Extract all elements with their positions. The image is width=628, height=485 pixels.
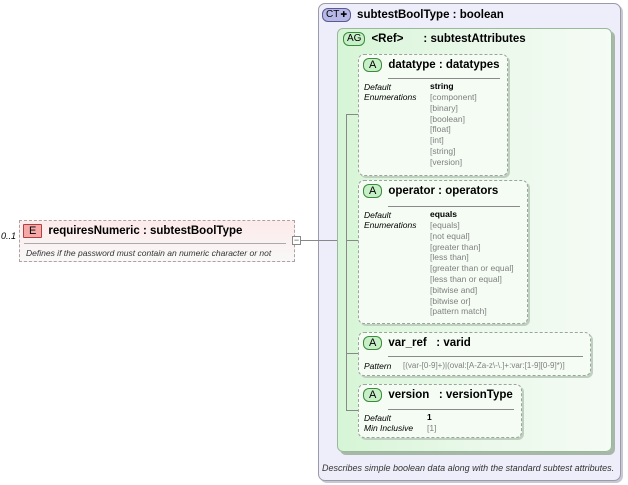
complex-type-header: CT✚ subtestBoolType : boolean xyxy=(322,6,504,24)
attribute-badge: A xyxy=(363,58,383,72)
attribute-group-ref: <Ref> xyxy=(371,33,404,45)
default-label: Default xyxy=(364,210,391,220)
attribute-var-ref xyxy=(358,332,591,376)
attribute-operator-title: operator : operators xyxy=(388,185,499,197)
enum-value: [greater than or equal] xyxy=(430,263,514,274)
enum-value: [pattern match] xyxy=(430,306,487,317)
enum-value: [binary] xyxy=(430,102,458,113)
element-title: requiresNumeric : subtestBoolType xyxy=(48,225,243,237)
pattern-label: Pattern xyxy=(364,361,392,371)
attribute-datatype xyxy=(358,54,508,176)
attribute-version-title: version : versionType xyxy=(388,389,513,401)
enum-value: [float] xyxy=(430,124,451,135)
operator-default-value: equals xyxy=(430,209,457,219)
divider xyxy=(388,409,514,410)
enum-value: [greater than] xyxy=(430,241,481,252)
enum-value: [less than or equal] xyxy=(430,273,502,284)
element-box xyxy=(19,220,295,262)
datatype-enum-list: [component] [binary] [boolean] [float] [… xyxy=(430,92,477,168)
var-ref-pattern-value: [(var-[0-9]+)|(oval:[A-Za-z\-\.]+:var:[1… xyxy=(403,361,565,370)
divider xyxy=(388,206,520,207)
default-label: Default xyxy=(364,413,391,423)
attribute-version-header: A version : versionType xyxy=(363,388,513,402)
element-description: Defines if the password must contain an … xyxy=(26,248,272,258)
connector-element-to-type xyxy=(301,240,318,241)
version-default-value: 1 xyxy=(427,412,432,422)
group-connector-vertical xyxy=(346,114,347,410)
enum-value: [bitwise or] xyxy=(430,295,471,306)
attribute-badge: A xyxy=(363,184,383,198)
complex-type-title: subtestBoolType : boolean xyxy=(357,9,504,21)
collapse-toggle[interactable]: − xyxy=(292,236,301,245)
min-inclusive-label: Min Inclusive xyxy=(364,423,414,433)
attribute-datatype-title: datatype : datatypes xyxy=(388,59,500,71)
version-min-inclusive-value: [1] xyxy=(427,423,437,433)
element-cardinality: 0..1 xyxy=(1,231,17,241)
enum-value: [equals] xyxy=(430,220,460,230)
element-badge: E xyxy=(23,224,43,238)
enum-value: [boolean] xyxy=(430,113,465,124)
attribute-operator-header: A operator : operators xyxy=(363,184,498,198)
enumerations-label: Enumerations xyxy=(364,92,417,102)
enum-value: [version] xyxy=(430,156,463,167)
connector-version xyxy=(346,410,358,411)
attribute-badge: A xyxy=(363,336,383,350)
enum-value: [bitwise and] xyxy=(430,284,478,295)
datatype-default-value: string xyxy=(430,81,454,91)
enum-value: [string] xyxy=(430,145,456,156)
complex-type-description: Describes simple boolean data along with… xyxy=(322,463,615,473)
attribute-datatype-header: A datatype : datatypes xyxy=(363,58,500,72)
connector-var-ref xyxy=(346,353,358,354)
attribute-var-ref-title: var_ref : varid xyxy=(388,337,471,349)
enum-value: [component] xyxy=(430,92,477,102)
operator-enum-list: [equals] [not equal] [greater than] [les… xyxy=(430,220,514,317)
connector-operator xyxy=(346,240,358,241)
attribute-group-name: : subtestAttributes xyxy=(423,33,526,45)
attribute-group-header: AG <Ref> : subtestAttributes xyxy=(343,32,526,46)
connector-datatype xyxy=(346,114,358,115)
complex-type-badge: CT✚ xyxy=(322,8,352,22)
attribute-group-badge: AG xyxy=(343,32,366,46)
attribute-badge: A xyxy=(363,388,383,402)
default-label: Default xyxy=(364,82,391,92)
divider xyxy=(388,356,583,357)
enumerations-label: Enumerations xyxy=(364,220,417,230)
plus-icon: ✚ xyxy=(340,10,348,19)
connector-type-to-group xyxy=(318,240,337,241)
divider xyxy=(24,243,286,244)
attribute-operator xyxy=(358,180,528,324)
enum-value: [not equal] xyxy=(430,230,470,241)
minus-icon: − xyxy=(293,235,300,245)
element-header: E requiresNumeric : subtestBoolType xyxy=(23,224,242,238)
attribute-version xyxy=(358,384,522,438)
enum-value: [int] xyxy=(430,135,444,146)
divider xyxy=(388,78,500,79)
attribute-var-ref-header: A var_ref : varid xyxy=(363,336,471,350)
enum-value: [less than] xyxy=(430,252,469,263)
